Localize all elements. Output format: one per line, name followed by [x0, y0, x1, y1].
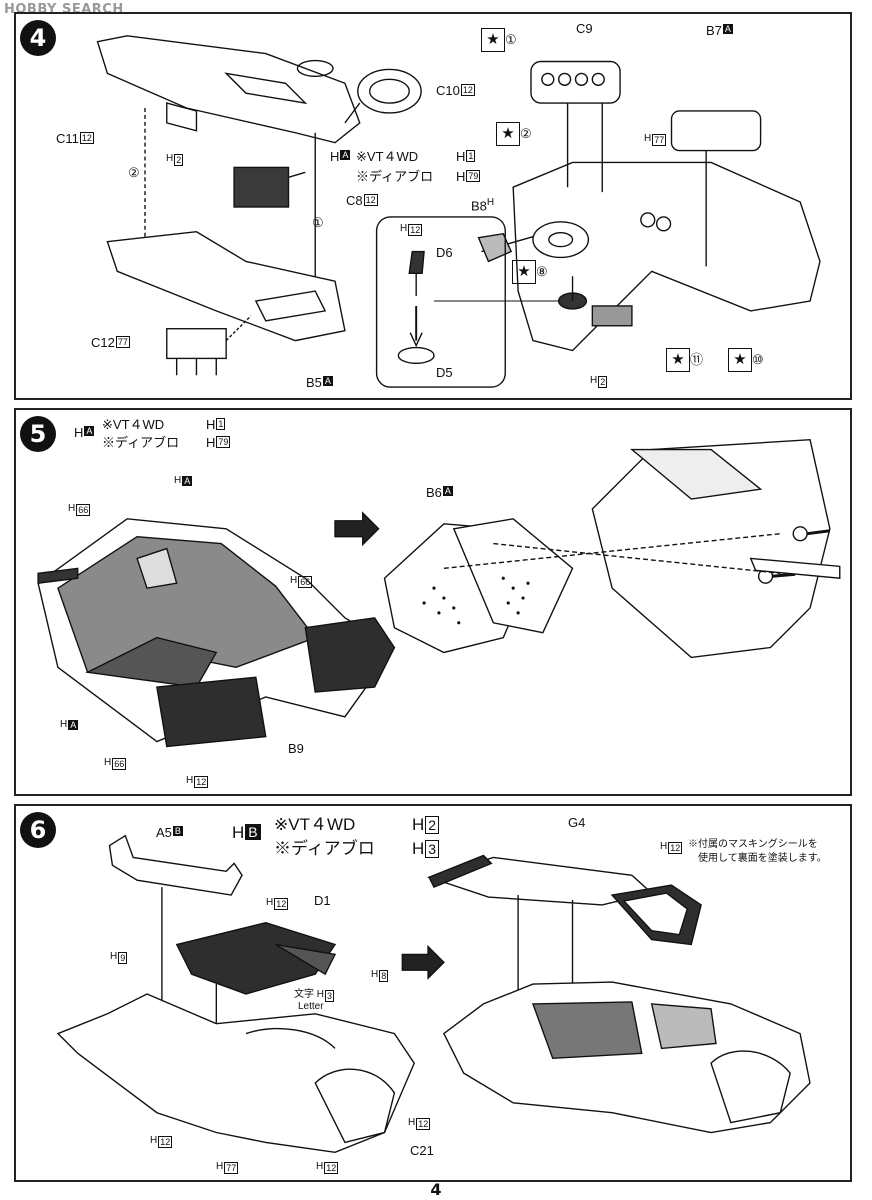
step-5-illustration — [37, 438, 841, 748]
sequence-star-8: ★⑧ — [512, 260, 548, 284]
step-4-illustration — [96, 35, 821, 388]
step-6-illustration — [56, 834, 811, 1154]
sequence-star-10: ★⑩ — [728, 348, 764, 372]
step-number: 5 — [20, 416, 56, 452]
page-number: 4 — [430, 1180, 442, 1199]
step-number: 4 — [20, 20, 56, 56]
part-b9-label: B9 — [288, 741, 304, 756]
part-d6-label: D6 — [436, 245, 453, 260]
mask-note-line2: 使用して裏面を塗装します。 — [698, 853, 827, 864]
part-g4-label: G4 — [568, 815, 586, 830]
step-number: 6 — [20, 812, 56, 848]
sequence-star-2: ★② — [496, 122, 532, 146]
sequence-1: ① — [312, 215, 324, 230]
variant-vt4wd: ※VT４WD — [102, 417, 165, 432]
part-d1-label: D1 — [314, 893, 331, 908]
letter-en-label: Letter — [298, 1001, 324, 1012]
variant-vt4wd: ※VT４WD — [274, 815, 356, 834]
sequence-2: ② — [128, 165, 140, 180]
part-c21-label: C21 — [410, 1143, 434, 1158]
sequence-star-11: ★⑪ — [666, 348, 703, 372]
variant-vt4wd: ※VT４WD — [356, 149, 419, 164]
part-c9-label: C9 — [576, 21, 593, 36]
part-b8-label: B8H — [471, 197, 495, 214]
variant-diablo: ※ディアブロ — [274, 839, 375, 858]
variant-diablo: ※ディアブロ — [102, 435, 180, 450]
variant-diablo: ※ディアブロ — [356, 169, 434, 184]
part-d5-label: D5 — [436, 365, 453, 380]
sequence-star-1: ★① — [481, 28, 517, 52]
mask-note-line1: ※付属のマスキングシールを — [688, 839, 818, 850]
